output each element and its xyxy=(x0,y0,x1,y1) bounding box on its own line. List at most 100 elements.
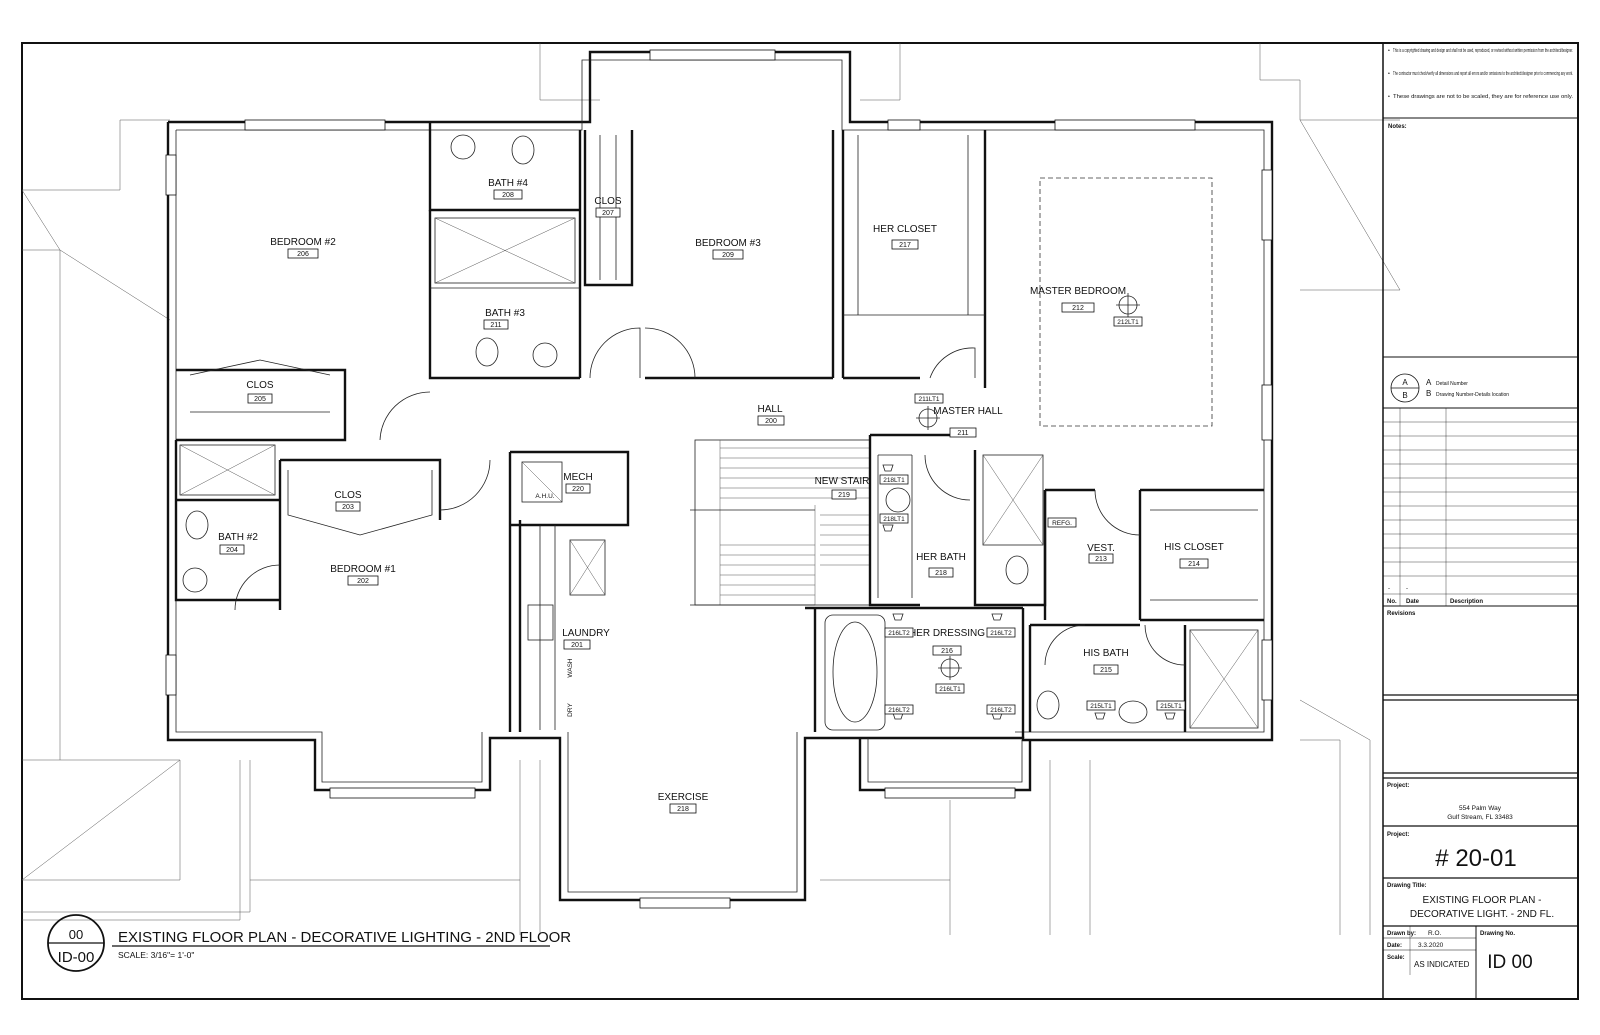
notes-label: Notes: xyxy=(1388,124,1407,130)
room-bath-4: BATH #4 208 xyxy=(488,178,528,200)
svg-text:LAUNDRY: LAUNDRY xyxy=(562,628,610,639)
svg-text:212LT1: 212LT1 xyxy=(1117,319,1139,326)
project-number: # 20-01 xyxy=(1435,845,1516,872)
svg-text:218LT1: 218LT1 xyxy=(883,477,905,484)
svg-text:208: 208 xyxy=(502,192,514,199)
bathtub-basin-icon xyxy=(832,621,878,723)
light-fixture-icon xyxy=(916,406,940,430)
laundry-sink-icon xyxy=(527,604,554,641)
toilet-icon xyxy=(1005,555,1029,585)
view-title-text: EXISTING FLOOR PLAN - DECORATIVE LIGHTIN… xyxy=(118,929,571,946)
svg-text:No.: No. xyxy=(1387,599,1397,605)
svg-text:211: 211 xyxy=(957,430,968,437)
ceiling-light-symbols xyxy=(882,293,1176,720)
svg-text:These drawings are not to be s: These drawings are not to be scaled, the… xyxy=(1393,94,1573,100)
svg-text:HER BATH: HER BATH xyxy=(916,552,966,563)
room-hall: HALL 200 xyxy=(757,404,785,426)
svg-text:218: 218 xyxy=(935,570,947,577)
revisions-label: Revisions xyxy=(1387,611,1416,617)
svg-text:219: 219 xyxy=(838,492,850,499)
svg-text:215LT1: 215LT1 xyxy=(1090,703,1112,710)
svg-text:204: 204 xyxy=(226,547,238,554)
drawing-title-line1: EXISTING FLOOR PLAN - xyxy=(1423,895,1542,906)
svg-text:BEDROOM #2: BEDROOM #2 xyxy=(270,237,336,248)
svg-text:HER CLOSET: HER CLOSET xyxy=(873,224,937,235)
svg-text:205: 205 xyxy=(254,396,266,403)
interior-walls xyxy=(174,122,1264,738)
svg-text:BEDROOM #1: BEDROOM #1 xyxy=(330,564,396,575)
svg-text:Drawing No.: Drawing No. xyxy=(1480,931,1515,937)
svg-text:BATH #4: BATH #4 xyxy=(488,178,528,189)
drawn-by: R.O. xyxy=(1428,930,1442,937)
svg-text:BATH #2: BATH #2 xyxy=(218,532,258,543)
svg-text:216LT2: 216LT2 xyxy=(990,707,1012,714)
symbol-legend: A B A B Detail Number Drawing Number-Det… xyxy=(1390,373,1509,403)
svg-text:209: 209 xyxy=(722,252,734,259)
drawing-date: 3.3.2020 xyxy=(1418,942,1444,949)
svg-text:DRY: DRY xyxy=(567,703,574,717)
sink-icon xyxy=(1118,700,1148,724)
plumbing-fixtures xyxy=(182,134,1148,731)
svg-text:HIS CLOSET: HIS CLOSET xyxy=(1164,542,1223,553)
room-mech: MECH 220 xyxy=(563,472,593,494)
svg-text:VEST.: VEST. xyxy=(1087,543,1115,554)
svg-text:220: 220 xyxy=(572,486,584,493)
svg-text:Drawn by:: Drawn by: xyxy=(1387,931,1416,937)
svg-text:216: 216 xyxy=(941,648,953,655)
exterior-walls xyxy=(166,50,1274,902)
svg-text:MASTER BEDROOM: MASTER BEDROOM xyxy=(1030,286,1126,297)
svg-text:200: 200 xyxy=(765,418,777,425)
svg-text:BATH #3: BATH #3 xyxy=(485,308,525,319)
svg-text:Date:: Date: xyxy=(1387,943,1402,949)
toilet-icon xyxy=(475,337,499,367)
svg-text:216LT2: 216LT2 xyxy=(888,630,910,637)
svg-text:MECH: MECH xyxy=(563,472,592,483)
svg-text:211: 211 xyxy=(490,322,501,329)
bathtub-icon xyxy=(824,614,886,731)
svg-text:B: B xyxy=(1402,391,1407,400)
drawing-title-label: Drawing Title: xyxy=(1387,883,1427,889)
drawing-scale: AS INDICATED xyxy=(1414,960,1470,969)
windows xyxy=(165,49,1273,909)
svg-text:HIS BATH: HIS BATH xyxy=(1083,648,1128,659)
revisions-table xyxy=(1383,408,1578,606)
svg-text:-: - xyxy=(1388,586,1390,592)
svg-text:CLOS: CLOS xyxy=(594,196,622,207)
svg-text:Scale:: Scale: xyxy=(1387,955,1405,961)
svg-text:Date: Date xyxy=(1406,599,1420,605)
sheet-border xyxy=(21,42,1579,1000)
wall-sconce-icon xyxy=(882,464,1176,720)
fixture-tags: 212LT1 211LT1 218LT1 218LT1 216LT2 216LT… xyxy=(535,316,1186,717)
view-number: 00 xyxy=(69,927,83,942)
svg-text:215LT1: 215LT1 xyxy=(1160,703,1182,710)
svg-text:202: 202 xyxy=(357,578,369,585)
svg-text:207: 207 xyxy=(602,210,614,217)
svg-text:A: A xyxy=(1426,378,1432,387)
notes-bullets: • This is a copyrighted drawing and desi… xyxy=(1388,48,1573,100)
light-fixture-icon xyxy=(938,656,962,680)
svg-text:-: - xyxy=(1406,586,1408,592)
svg-text:218LT1: 218LT1 xyxy=(883,516,905,523)
svg-text:Description: Description xyxy=(1450,599,1483,605)
project-address-line2: Gulf Stream, FL 33483 xyxy=(1447,814,1513,821)
svg-text:A: A xyxy=(1402,378,1408,387)
room-bath-2: BATH #2 204 xyxy=(218,532,258,555)
svg-text:216LT1: 216LT1 xyxy=(939,686,961,693)
room-her-bath: HER BATH 218 xyxy=(916,552,966,578)
svg-text:A.H.U.: A.H.U. xyxy=(535,493,554,500)
room-clos-207: CLOS 207 xyxy=(594,196,622,218)
svg-text:•: • xyxy=(1388,48,1390,54)
room-bedroom-1: BEDROOM #1 202 xyxy=(330,564,396,586)
svg-text:B: B xyxy=(1426,389,1431,398)
svg-text:HALL: HALL xyxy=(757,404,782,415)
